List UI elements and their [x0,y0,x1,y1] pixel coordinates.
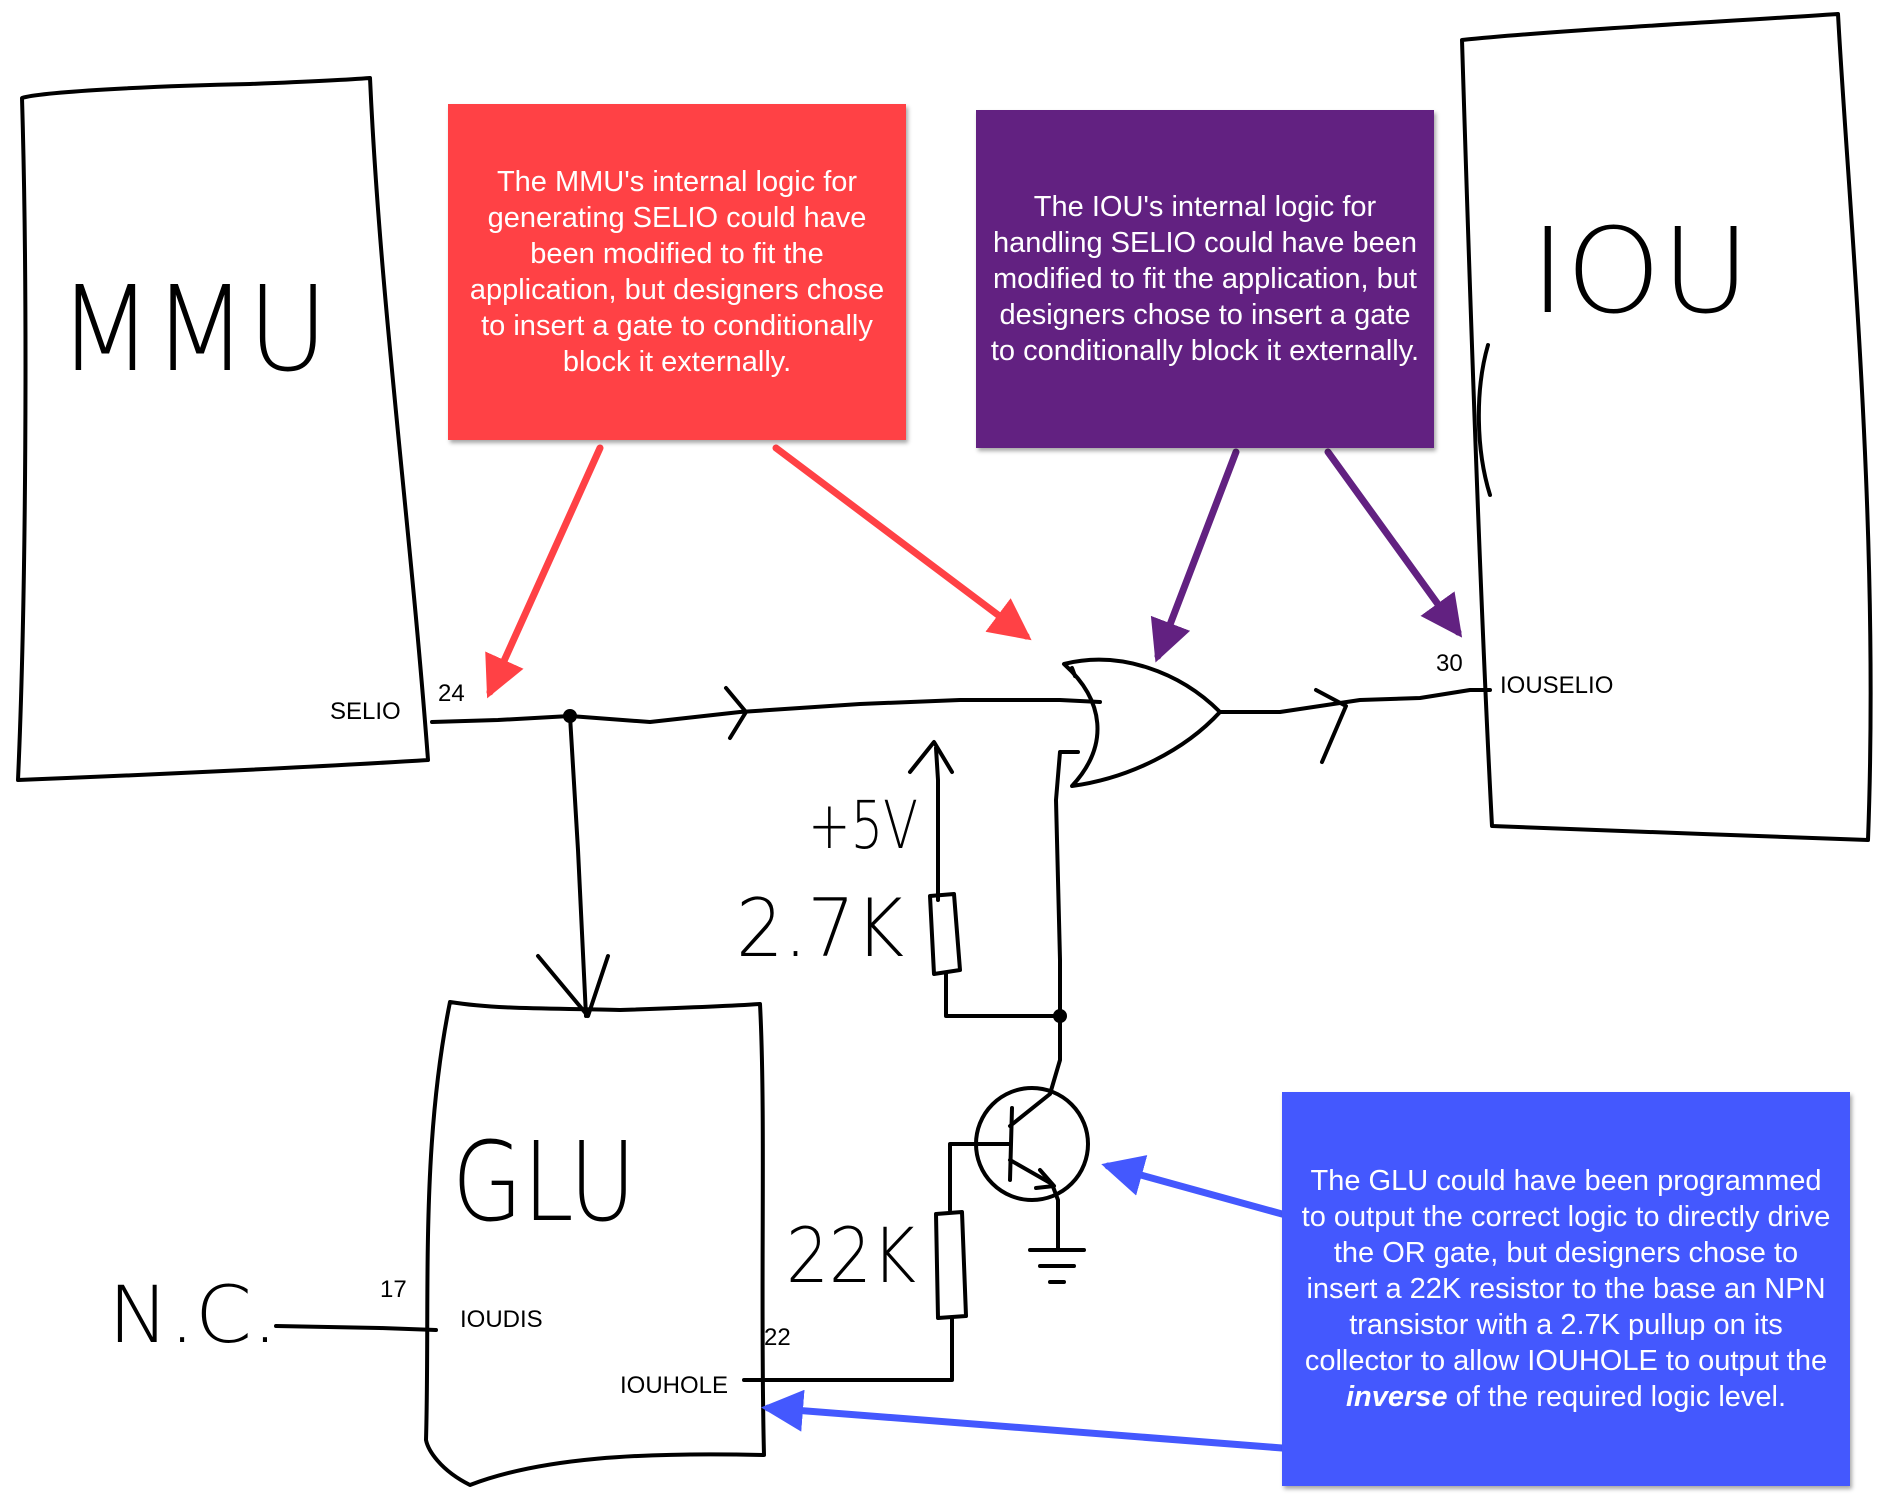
mmu-label: MMU [58,260,328,398]
or-output-wire [1218,688,1492,714]
pullup-value-label: 2.7K [736,882,904,975]
glu-label: GLU [452,1118,636,1246]
mmu-callout-text: The MMU's internal logic for generating … [469,166,885,378]
ioudis-pin-label: IOUDIS [460,1306,543,1333]
mmu-callout-note: The MMU's internal logic for generating … [448,104,906,440]
glu-callout-text: The GLU could have been programmed to ou… [1298,1163,1834,1415]
ioudis-pin-number: 17 [380,1276,407,1303]
iou-callout-text: The IOU's internal logic for handling SE… [990,191,1420,367]
purple-arrow-to-or [1150,448,1240,663]
iou-callout-note: The IOU's internal logic for handling SE… [976,110,1434,448]
or-input-b-wire [1054,750,1080,1018]
selio-pin-number: 24 [438,680,465,707]
red-arrow-to-selio [485,444,604,699]
glu-block [424,1000,766,1487]
nc-label: N.C. [108,1271,278,1361]
iouhole-pin-label: IOUHOLE [620,1372,729,1399]
blue-arrow-to-iouhole [761,1389,1286,1452]
selio-pin-label: SELIO [330,698,401,725]
glu-callout-text-main: The GLU could have been programmed to ou… [1301,1165,1831,1377]
selio-wire [430,698,1102,724]
red-arrow-to-or [772,444,1032,641]
iou-label: IOU [1530,202,1750,340]
iou-block [1460,12,1873,842]
glu-callout-text-end: of the required logic level. [1455,1381,1787,1413]
base-resistor-value-label: 22K [786,1211,916,1300]
blue-arrow-to-transistor [1101,1155,1286,1218]
pullup-resistor [928,892,962,976]
iouselio-pin-label: IOUSELIO [1500,672,1614,699]
iouhole-pin-number: 22 [764,1324,791,1351]
glu-callout-note: The GLU could have been programmed to ou… [1282,1092,1850,1486]
base-resistor [934,1210,968,1320]
purple-arrow-to-iou [1324,448,1463,638]
mmu-block [16,76,430,782]
or-gate [1062,657,1222,788]
selio-to-glu-wire [568,714,588,1018]
ground-symbol [1028,1248,1086,1284]
plus-5v-label: +5V [808,787,918,864]
iouselio-pin-number: 30 [1436,650,1463,677]
glu-callout-emphasis: inverse [1345,1381,1448,1413]
